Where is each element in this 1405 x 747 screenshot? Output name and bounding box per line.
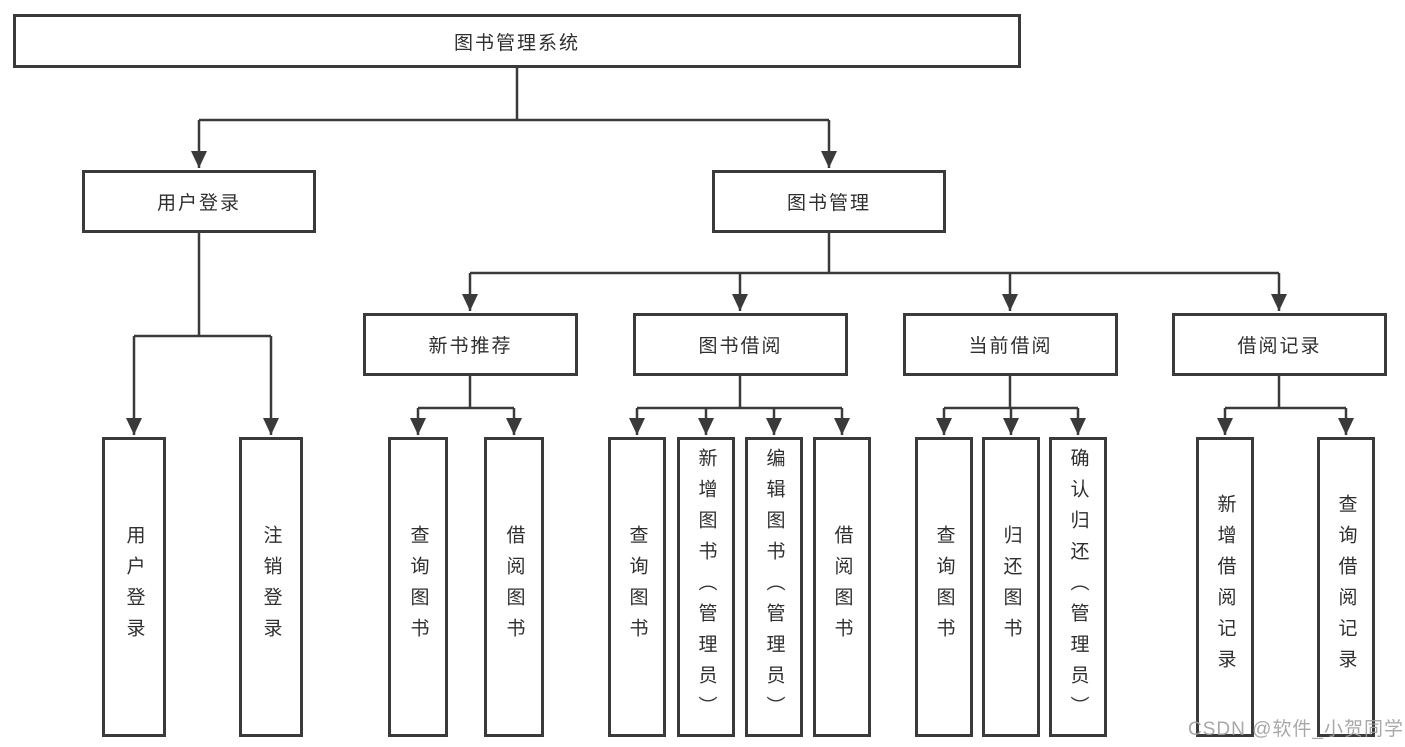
leaf-add-borrow-record: 新增借阅记录	[1196, 437, 1254, 737]
node-new-book-recommend: 新书推荐	[363, 313, 578, 376]
node-root-system: 图书管理系统	[13, 14, 1021, 68]
leaf-edit-books-admin: 编辑图书（管理员）	[745, 437, 803, 737]
node-borrow-records: 借阅记录	[1172, 313, 1387, 376]
node-user-login: 用户登录	[82, 170, 316, 233]
node-book-borrow: 图书借阅	[633, 313, 848, 376]
leaf-query-borrow-record: 查询借阅记录	[1317, 437, 1375, 737]
leaf-add-books-admin: 新增图书（管理员）	[677, 437, 735, 737]
node-book-management: 图书管理	[712, 170, 946, 233]
leaf-return-books: 归还图书	[982, 437, 1040, 737]
leaf-confirm-return-admin: 确认归还（管理员）	[1049, 437, 1107, 737]
leaf-query-books-current: 查询图书	[915, 437, 973, 737]
leaf-user-login: 用户登录	[102, 437, 166, 737]
leaf-borrow-books-recommend: 借阅图书	[484, 437, 544, 737]
leaf-query-books-borrow: 查询图书	[608, 437, 666, 737]
node-current-borrow: 当前借阅	[903, 313, 1118, 376]
leaf-logout: 注销登录	[239, 437, 303, 737]
csdn-watermark: CSDN @软件_小贺同学	[1188, 719, 1404, 740]
leaf-query-books-recommend: 查询图书	[388, 437, 448, 737]
leaf-borrow-books: 借阅图书	[813, 437, 871, 737]
